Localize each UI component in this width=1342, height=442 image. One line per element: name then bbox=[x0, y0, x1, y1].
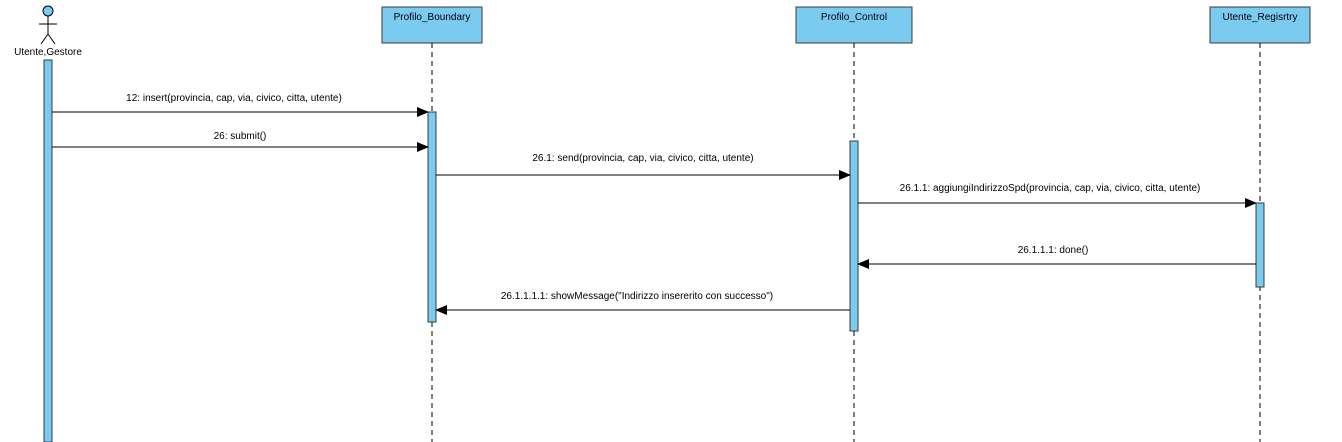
message-label: 26.1.1.1.1: showMessage("Indirizzo inser… bbox=[501, 291, 773, 302]
message-label: 26: submit() bbox=[214, 131, 267, 142]
message-label: 26.1.1: aggiungiIndirizzoSpd(provincia, … bbox=[900, 183, 1201, 194]
message-label: 26.1: send(provincia, cap, via, civico, … bbox=[532, 153, 753, 164]
message-show-message[interactable]: 26.1.1.1.1: showMessage("Indirizzo inser… bbox=[435, 291, 850, 315]
actor-activation-bar bbox=[43, 59, 53, 442]
participant-box bbox=[1209, 6, 1311, 44]
message-insert[interactable]: 12: insert(provincia, cap, via, civico, … bbox=[52, 93, 429, 117]
participant-label: Profilo_Control bbox=[821, 12, 887, 23]
message-aggiungi-indirizzo[interactable]: 26.1.1: aggiungiIndirizzoSpd(provincia, … bbox=[858, 183, 1257, 208]
message-send[interactable]: 26.1: send(provincia, cap, via, civico, … bbox=[436, 153, 851, 180]
participant-profilo-control[interactable]: Profilo_Control bbox=[795, 6, 913, 44]
actor-utente-gestore[interactable]: Utente,Gestore bbox=[14, 5, 82, 58]
participant-utente-regisrtry[interactable]: Utente_Regisrtry bbox=[1209, 6, 1311, 44]
actor-label: Utente,Gestore bbox=[14, 47, 82, 58]
message-done[interactable]: 26.1.1.1: done() bbox=[857, 245, 1256, 269]
message-label: 26.1.1.1: done() bbox=[1018, 245, 1089, 256]
participant-box bbox=[381, 6, 483, 44]
activation-bar-profilo-control bbox=[849, 140, 859, 332]
message-submit[interactable]: 26: submit() bbox=[52, 131, 429, 152]
participant-label: Profilo_Boundary bbox=[394, 12, 471, 23]
participant-label: Utente_Regisrtry bbox=[1222, 12, 1297, 23]
participant-profilo-boundary[interactable]: Profilo_Boundary bbox=[381, 6, 483, 44]
stick-figure-icon bbox=[39, 5, 57, 45]
message-label: 12: insert(provincia, cap, via, civico, … bbox=[126, 93, 342, 104]
activation-bar-profilo-boundary bbox=[427, 111, 437, 323]
activation-bar-utente-regisrtry bbox=[1255, 202, 1265, 288]
